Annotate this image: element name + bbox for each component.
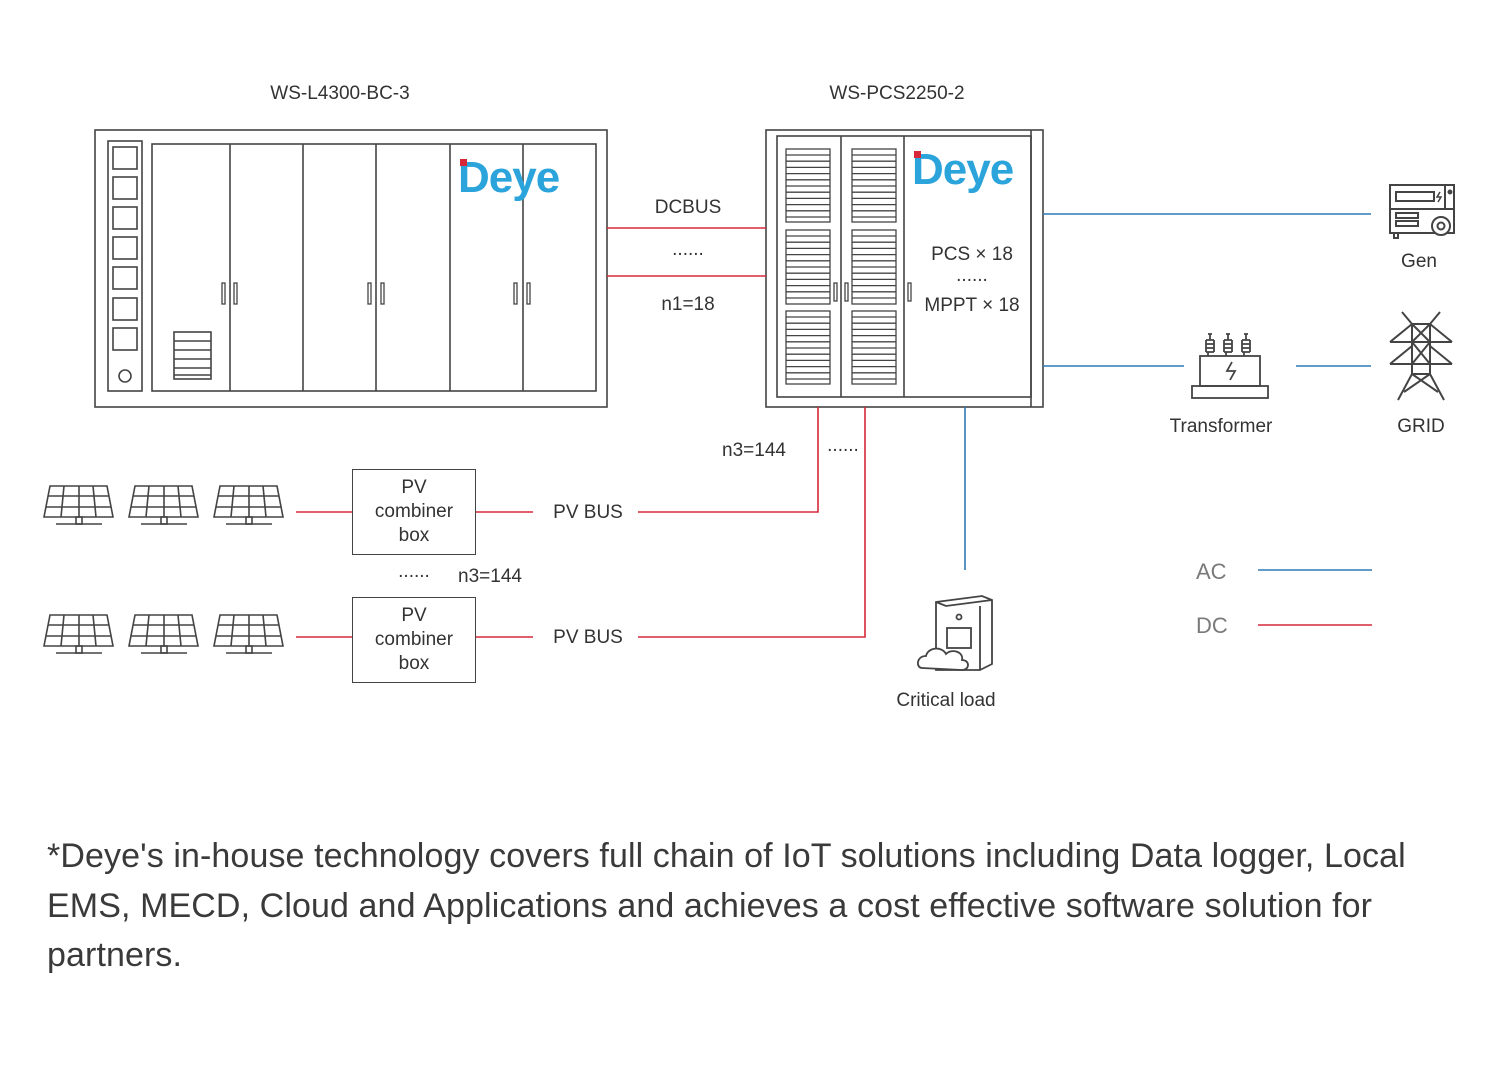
mppt-count: MPPT × 18 xyxy=(924,295,1020,316)
combiner-label-line: box xyxy=(398,525,430,546)
pv-combiner-box: PV combiner box xyxy=(352,597,476,683)
ac-connections xyxy=(964,213,1372,571)
pv-bus-label: PV BUS xyxy=(553,627,623,648)
dcbus-count: n1=18 xyxy=(661,294,715,315)
deye-logo-battery: Deye xyxy=(458,153,560,202)
pcs-louvers xyxy=(785,148,897,385)
solar-arrays xyxy=(43,485,284,654)
combiner-label-line: PV xyxy=(401,477,427,498)
pcs-cabinet-model: WS-PCS2250-2 xyxy=(829,83,965,104)
logo-red-square xyxy=(914,151,921,158)
pv-pcs-count: n3=144 xyxy=(722,440,786,461)
pv-between-ellipsis: ...... xyxy=(398,561,430,582)
transformer-icon xyxy=(1191,333,1269,399)
pv-bus-label: PV BUS xyxy=(553,502,623,523)
combiner-label-line: PV xyxy=(401,605,427,626)
combiner-label-line: box xyxy=(398,653,430,674)
logo-red-square xyxy=(460,159,467,166)
solar-panel-icon xyxy=(43,485,114,525)
gen-label: Gen xyxy=(1401,251,1437,272)
pcs-count: PCS × 18 xyxy=(931,244,1013,265)
logo-text: Deye xyxy=(458,153,560,202)
battery-vent xyxy=(173,331,212,380)
grid-label: GRID xyxy=(1397,416,1445,437)
battery-indicator-squares xyxy=(112,146,138,351)
solar-panel-icon xyxy=(128,614,199,654)
pcs-door-handles xyxy=(833,282,912,302)
pv-bus-line-2b xyxy=(638,407,866,638)
pv-pcs-ellipsis: ...... xyxy=(827,435,859,456)
battery-door-frame xyxy=(151,143,597,392)
battery-control-panel xyxy=(107,140,143,392)
battery-indicator-light xyxy=(118,369,132,383)
pv-combiner-box: PV combiner box xyxy=(352,469,476,555)
pv-between-count: n3=144 xyxy=(458,566,522,587)
pcs-cabinet xyxy=(765,129,1044,408)
battery-cabinet xyxy=(94,129,608,408)
dcbus-ellipsis: ...... xyxy=(672,239,704,260)
solar-panel-icon xyxy=(128,485,199,525)
dc-connections xyxy=(296,227,1372,638)
generator-icon xyxy=(1389,184,1455,239)
solar-panel-icon xyxy=(43,614,114,654)
pcs-ellipsis: ...... xyxy=(956,265,988,286)
deye-logo-pcs: Deye xyxy=(912,145,1014,194)
solar-panel-icon xyxy=(213,485,284,525)
dcbus-label: DCBUS xyxy=(654,197,722,218)
combiner-label-line: combiner xyxy=(374,501,454,522)
legend-dc-label: DC xyxy=(1196,613,1228,638)
power-tower-icon xyxy=(1389,311,1453,401)
critical-load-icon xyxy=(917,595,993,671)
footnote: *Deye's in-house technology covers full … xyxy=(47,837,1406,974)
solar-panel-icon xyxy=(213,614,284,654)
battery-cabinet-outer xyxy=(94,129,608,408)
battery-door-handles xyxy=(221,282,531,305)
legend-ac-label: AC xyxy=(1196,559,1227,584)
logo-text: Deye xyxy=(912,145,1014,194)
transformer-label: Transformer xyxy=(1169,416,1273,437)
pv-bus-line-1b xyxy=(638,407,819,513)
combiner-label-line: combiner xyxy=(374,629,454,650)
critical-load-label: Critical load xyxy=(896,690,996,711)
battery-cabinet-model: WS-L4300-BC-3 xyxy=(270,83,410,104)
pcs-cabinet-outer xyxy=(765,129,1044,408)
